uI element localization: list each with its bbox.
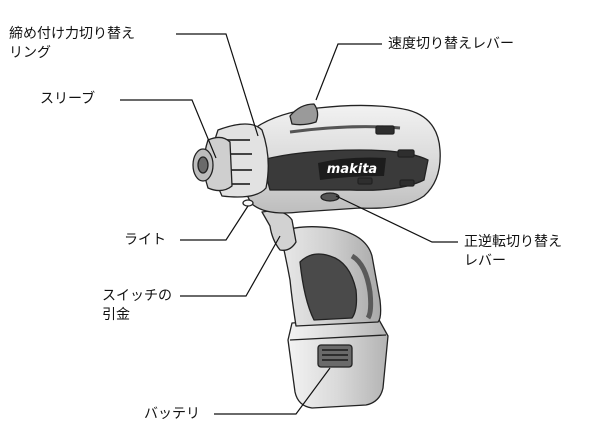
leader-trigger [180, 235, 281, 297]
label-torque-ring-line2: リング [9, 45, 51, 61]
leader-battery [214, 367, 331, 415]
leader-light [180, 205, 249, 241]
label-reverse-lever-line1: 正逆転切り替え [464, 234, 562, 250]
label-light: ライト [124, 232, 166, 248]
leader-lines [120, 33, 458, 415]
label-reverse-lever-line2: レバー [464, 253, 506, 269]
leader-reverse-lever [335, 195, 458, 243]
trigger-switch [261, 210, 297, 251]
label-trigger-line1: スイッチの [102, 288, 172, 304]
label-trigger-line2: 引金 [102, 307, 130, 323]
label-torque-ring: 締め付け力切り替え リング [9, 25, 135, 63]
label-sleeve: スリーブ [40, 91, 96, 107]
drill-body [239, 103, 441, 214]
battery-pack [287, 317, 389, 409]
chuck-sleeve [192, 136, 233, 192]
brand-badge: makita [318, 157, 386, 180]
label-speed-lever: 速度切り替えレバー [388, 36, 514, 52]
led-light [242, 199, 254, 207]
label-battery: バッテリ [144, 406, 200, 422]
leader-speed-lever [315, 43, 382, 101]
handle-grip [279, 226, 382, 327]
drill-illustration: makita [192, 103, 441, 409]
label-trigger: スイッチの 引金 [102, 287, 172, 325]
label-reverse-lever: 正逆転切り替え レバー [464, 233, 562, 271]
leader-torque-ring [176, 33, 259, 137]
label-torque-ring-line1: 締め付け力切り替え [9, 26, 135, 42]
leader-sleeve [120, 99, 217, 159]
brand-text: makita [327, 162, 377, 177]
